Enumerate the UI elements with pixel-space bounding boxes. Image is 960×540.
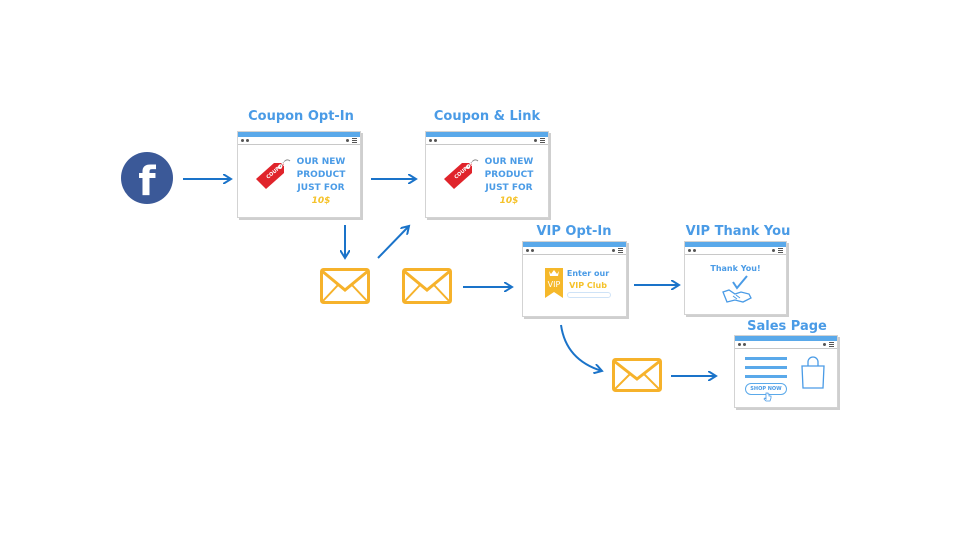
thankyou-message: Thank You! [710,264,761,273]
vip-thankyou-page: Thank You! [684,241,787,315]
vip-email-input[interactable] [567,292,611,298]
promo-line-3: JUST FOR [297,183,345,193]
coupon-link-title: Coupon & Link [433,109,541,124]
envelope-icon [402,268,452,304]
arrow-email-to-coupon-link [377,226,409,259]
window-toolbar [238,137,360,145]
vip-promo-line-1: Enter our [566,269,610,278]
sales-page-title: Sales Page [747,319,827,334]
coupon-tag-icon: COUPON [256,159,291,189]
shopping-bag-icon [801,356,825,389]
coupon-link-page: COUPON OUR NEW PRODUCT JUST FOR 10$ [425,131,549,218]
coupon-optin-title: Coupon Opt-In [248,109,354,124]
sales-page: SHOP NOW [734,335,838,408]
vip-promo-line-2: VIP Club [569,281,607,290]
promo-price: 10$ [499,196,519,206]
promo-text: OUR NEW PRODUCT JUST FOR 10$ [290,156,352,208]
promo-line-2: PRODUCT [296,170,346,180]
envelope-icon [320,268,370,304]
vip-badge-icon: VIP [545,268,563,298]
window-titlebar [238,132,360,137]
window-titlebar [426,132,548,137]
vip-optin-title: VIP Opt-In [536,224,612,239]
text-placeholder-lines [745,357,787,378]
window-toolbar [426,137,548,145]
window-toolbar [685,247,786,255]
envelope-icon [612,358,662,392]
promo-price: 10$ [311,196,331,206]
promo-line-1: OUR NEW [484,157,534,167]
arrow-vip-optin-to-email [560,324,602,371]
coupon-tag-icon: COUPON [444,159,479,189]
coupon-optin-page: COUPON OUR NEW PRODUCT JUST FOR 10$ [237,131,361,218]
vip-thankyou-title: VIP Thank You [685,224,791,239]
window-toolbar [523,247,626,255]
promo-text: OUR NEW PRODUCT JUST FOR 10$ [478,156,540,208]
vip-badge-label: VIP [548,280,561,289]
facebook-glyph: f [138,159,156,204]
handshake-icon [722,275,752,303]
promo-line-3: JUST FOR [485,183,533,193]
facebook-icon: f [121,152,173,204]
promo-line-1: OUR NEW [296,157,346,167]
vip-promo-text: Enter our VIP Club [565,268,611,292]
cursor-icon [763,392,772,402]
window-titlebar [735,336,837,341]
promo-line-2: PRODUCT [484,170,534,180]
window-toolbar [735,341,837,349]
window-titlebar [523,242,626,247]
vip-optin-page: VIP Enter our VIP Club [522,241,627,317]
window-titlebar [685,242,786,247]
